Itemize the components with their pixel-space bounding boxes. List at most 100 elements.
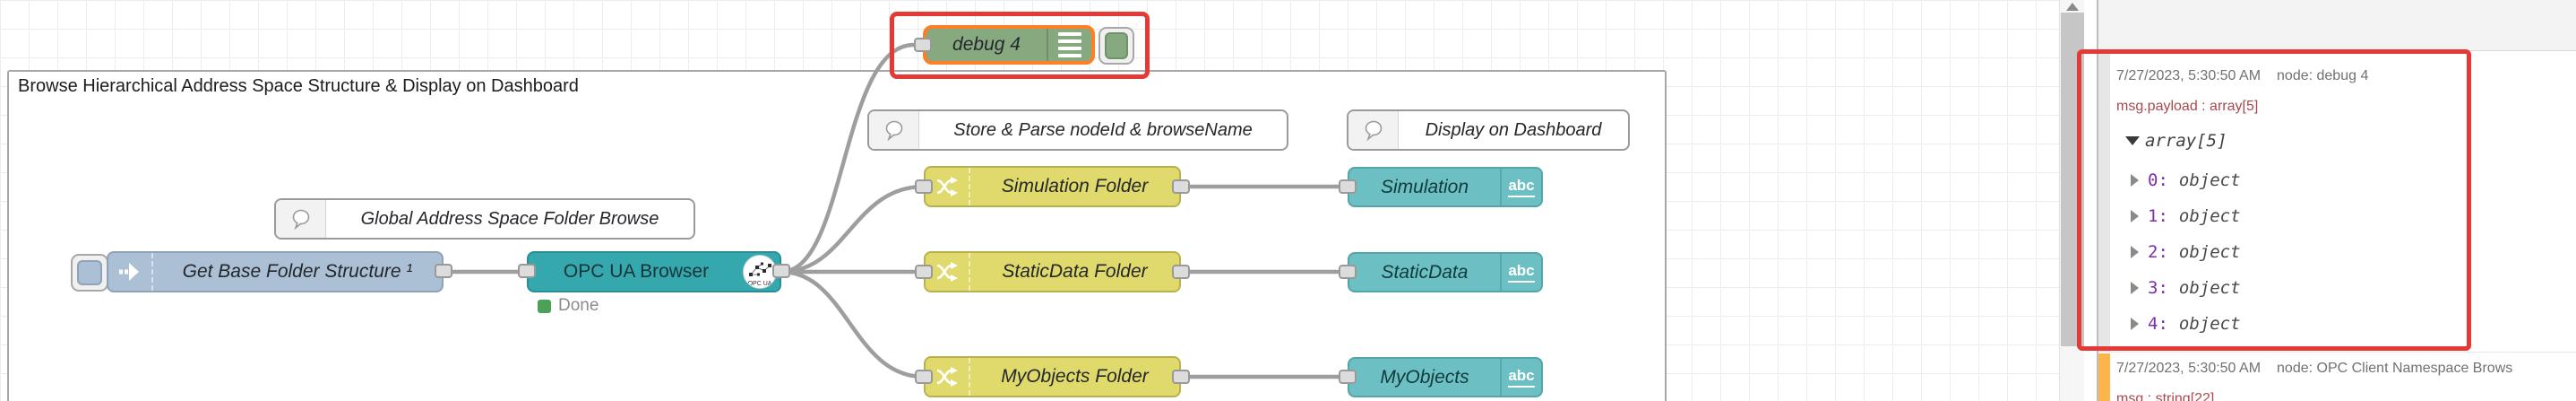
inject-node[interactable]: Get Base Folder Structure ¹ — [107, 251, 444, 292]
abc-badge-icon: abc — [1500, 254, 1541, 291]
flow-canvas[interactable]: Browse Hierarchical Address Space Struct… — [0, 0, 2059, 401]
annotation-rect-debug-message — [2077, 49, 2471, 351]
tree-item-value: object — [2178, 242, 2241, 262]
abc-badge-icon: abc — [1500, 359, 1541, 396]
status-dot-icon — [538, 299, 551, 313]
comment-node-display[interactable]: Display on Dashboard — [1347, 109, 1630, 151]
group-title: Browse Hierarchical Address Space Struct… — [18, 76, 579, 96]
ui-node-label: MyObjects — [1380, 366, 1469, 388]
debug-sidebar-header — [2098, 0, 2576, 51]
change-node-simulation[interactable]: Simulation Folder — [924, 166, 1181, 207]
port-debug-in[interactable] — [914, 38, 932, 52]
sidebar-separator[interactable] — [2097, 0, 2098, 401]
tree-item-key: 3: — [2148, 278, 2168, 298]
message-stripe — [2098, 52, 2110, 352]
port-change3-in[interactable] — [915, 370, 933, 384]
message-timestamp: 7/27/2023, 5:30:50 AM — [2116, 361, 2262, 376]
inject-arrow-icon — [119, 263, 139, 281]
tree-item-value: object — [2178, 206, 2241, 226]
comment-label: Display on Dashboard — [1425, 119, 1602, 140]
message-divider — [2098, 352, 2576, 353]
comment-bubble-icon — [885, 120, 902, 141]
change-icon-strip — [926, 168, 970, 205]
comment-strip — [869, 111, 919, 149]
port-ui2-in[interactable] — [1339, 265, 1357, 279]
expand-icon[interactable] — [2131, 318, 2139, 330]
debug-toggle-button[interactable] — [1098, 27, 1134, 65]
abc-badge-icon: abc — [1500, 169, 1541, 205]
tree-root-label: array[5] — [2145, 131, 2227, 151]
tree-item-key: 0: — [2148, 170, 2168, 190]
port-inject-out[interactable] — [435, 264, 452, 278]
change-node-myobjects[interactable]: MyObjects Folder — [924, 356, 1181, 397]
port-change2-out[interactable] — [1172, 265, 1190, 279]
comment-node-store[interactable]: Store & Parse nodeId & browseName — [867, 109, 1288, 151]
port-change2-in[interactable] — [915, 265, 933, 279]
opcua-node-label: OPC UA Browser — [563, 261, 710, 282]
wire[interactable] — [780, 184, 925, 275]
json-tree-root[interactable]: array[5] — [2125, 131, 2227, 151]
change-icon-strip — [926, 358, 970, 396]
expand-icon[interactable] — [2131, 174, 2139, 187]
scrollbar-up-button[interactable] — [2060, 0, 2085, 13]
json-tree-item[interactable]: 3: object — [2131, 278, 2241, 298]
message-source-node: node: OPC Client Namespace Brows — [2277, 361, 2513, 376]
port-change1-in[interactable] — [915, 179, 933, 194]
change-icon-strip — [926, 253, 970, 291]
inject-icon-strip — [108, 253, 153, 291]
port-opcua-in[interactable] — [518, 264, 536, 278]
message-property: msg.payload : array[5] — [2116, 99, 2259, 114]
debug-sidebar: 7/27/2023, 5:30:50 AM node: debug 4 msg.p… — [2098, 0, 2576, 401]
opcua-logo-icon: OPC UA — [743, 255, 777, 289]
message-property: msg : string[22] — [2116, 391, 2215, 401]
comment-strip — [276, 200, 326, 238]
json-tree-item[interactable]: 4: object — [2131, 314, 2241, 334]
tree-item-value: object — [2178, 278, 2241, 298]
tree-item-key: 2: — [2148, 242, 2168, 262]
json-tree-item[interactable]: 1: object — [2131, 206, 2241, 226]
debug-toggle-face[interactable] — [1105, 32, 1128, 59]
json-tree-item[interactable]: 0: object — [2131, 170, 2241, 190]
port-change1-out[interactable] — [1172, 179, 1190, 194]
message-source-node: node: debug 4 — [2277, 68, 2369, 83]
inject-node-label: Get Base Folder Structure ¹ — [182, 261, 413, 282]
port-change3-out[interactable] — [1172, 370, 1190, 384]
debug-list-icon — [1047, 29, 1091, 61]
annotation-rect-debug-node — [890, 12, 1150, 79]
debug-node[interactable]: debug 4 — [923, 25, 1095, 65]
tree-item-value: object — [2178, 170, 2241, 190]
ui-text-node-myobjects[interactable]: MyObjects abc — [1348, 357, 1543, 397]
expand-icon[interactable] — [2131, 246, 2139, 258]
collapse-icon[interactable] — [2125, 136, 2140, 145]
inject-trigger-button[interactable] — [71, 254, 108, 292]
expand-icon[interactable] — [2131, 210, 2139, 222]
inject-button-face[interactable] — [77, 260, 102, 285]
port-ui1-in[interactable] — [1339, 179, 1357, 194]
shuffle-icon — [936, 262, 958, 282]
ui-text-node-staticdata[interactable]: StaticData abc — [1348, 252, 1543, 292]
opcua-browser-node[interactable]: OPC UA Browser OPC UA — [527, 251, 781, 292]
wire[interactable] — [780, 42, 915, 275]
change-node-staticdata[interactable]: StaticData Folder — [924, 251, 1181, 292]
message-timestamp: 7/27/2023, 5:30:50 AM — [2116, 68, 2262, 83]
wire[interactable] — [780, 269, 925, 379]
message-stripe-warning — [2098, 353, 2110, 401]
port-ui3-in[interactable] — [1339, 370, 1357, 384]
debug-message-header: 7/27/2023, 5:30:50 AM node: OPC Client Na… — [2116, 361, 2512, 377]
abc-badge-text: abc — [1508, 177, 1535, 197]
expand-icon[interactable] — [2131, 282, 2139, 294]
comment-node-global[interactable]: Global Address Space Folder Browse — [274, 198, 695, 240]
debug-node-label: debug 4 — [952, 34, 1021, 55]
change-node-label: Simulation Folder — [1001, 176, 1149, 196]
comment-bubble-icon — [292, 209, 309, 230]
tree-item-key: 1: — [2148, 206, 2168, 226]
ui-node-label: Simulation — [1380, 176, 1469, 197]
ui-text-node-simulation[interactable]: Simulation abc — [1348, 167, 1543, 207]
opcua-icon-text: OPC UA — [747, 281, 772, 287]
abc-badge-text: abc — [1508, 367, 1535, 388]
json-tree-item[interactable]: 2: object — [2131, 242, 2241, 262]
opcua-node-status: Done — [538, 296, 599, 316]
port-opcua-out[interactable] — [772, 264, 790, 278]
tree-item-value: object — [2178, 314, 2241, 334]
comment-strip — [1348, 111, 1399, 149]
